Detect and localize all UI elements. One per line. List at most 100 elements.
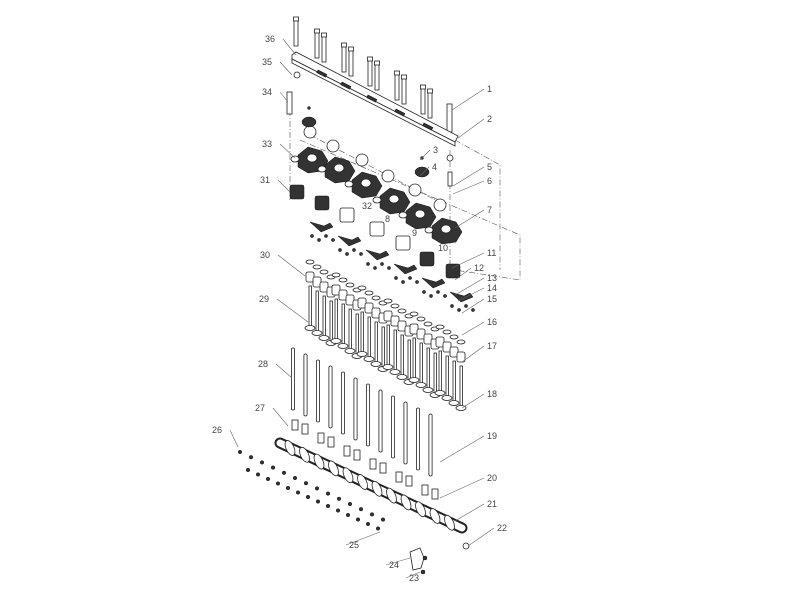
plug (462, 542, 470, 550)
leader-line (457, 287, 485, 302)
valve-key (345, 252, 349, 256)
shaft-marking (340, 81, 352, 90)
valve-key (387, 266, 391, 270)
pushrod (378, 389, 383, 453)
shaft-marking (422, 122, 434, 131)
bolt (347, 501, 353, 507)
leader-line (457, 118, 485, 139)
valve-stem (412, 337, 416, 379)
bolt (420, 87, 426, 115)
callout-3: 3 (433, 145, 438, 155)
callout-7: 7 (487, 205, 492, 215)
valve-stem (315, 290, 319, 332)
valve-stem (341, 303, 345, 345)
bolt (365, 521, 371, 527)
valve-key (471, 308, 475, 312)
callout-29: 29 (259, 294, 269, 304)
leader-line (454, 209, 485, 229)
block (339, 207, 355, 223)
adjuster (414, 166, 430, 178)
bolt (292, 475, 298, 481)
bolt-head (348, 46, 354, 52)
valve-stem (329, 300, 333, 342)
rocker-bore (333, 163, 345, 173)
bolt (335, 508, 341, 513)
valve-head (422, 387, 434, 393)
leader-line (451, 88, 485, 111)
bolt (295, 490, 301, 495)
pushrod (403, 401, 408, 465)
bolt (341, 45, 347, 73)
bolt (427, 91, 433, 119)
bolt (358, 507, 364, 512)
cam-lobe (400, 494, 412, 511)
leader-line (439, 435, 485, 463)
cam-lobe (328, 460, 339, 477)
cam-lobe (386, 487, 397, 504)
callout-15: 15 (487, 294, 497, 304)
leader-line (467, 527, 495, 547)
valve-stem (381, 326, 385, 368)
rocker-bore (306, 153, 318, 163)
bolt-head (394, 70, 400, 76)
valve-head (415, 382, 427, 388)
spring-retainer (364, 290, 374, 296)
bolt (336, 496, 342, 501)
parts-drawing (237, 16, 521, 575)
spring-retainer (312, 264, 322, 270)
valve-key (464, 304, 468, 308)
bolt (369, 512, 375, 517)
leader-line (461, 321, 485, 336)
valve-key (331, 238, 335, 242)
valve-stem (334, 298, 338, 340)
bushing (303, 125, 317, 139)
cam-lobe (342, 467, 354, 484)
valve-head (356, 351, 368, 357)
bolt-head (293, 16, 299, 22)
valve-head (434, 390, 446, 396)
valve-key (352, 248, 356, 252)
spring-retainer (435, 324, 445, 330)
block (395, 235, 411, 251)
bolt-head (341, 42, 347, 48)
cam-lobe (415, 501, 426, 518)
leader-line (229, 429, 239, 448)
pushrod (365, 383, 370, 447)
leader-line (345, 531, 381, 546)
bolt (446, 103, 453, 133)
bolt (237, 449, 243, 455)
rocker-bore (440, 224, 452, 234)
bolt (314, 486, 320, 491)
callout-9: 9 (412, 228, 417, 238)
spring-retainer (371, 295, 381, 301)
valve-key (450, 304, 454, 308)
pushrod (328, 365, 333, 429)
rocker-tip (344, 180, 354, 188)
cam-lobe (371, 480, 383, 497)
callout-24: 24 (389, 560, 399, 570)
leader-line (461, 298, 485, 314)
tappet (291, 419, 299, 431)
valve-head (311, 330, 323, 336)
bolt (293, 19, 299, 47)
bolt (248, 455, 254, 460)
bolt-head (367, 56, 373, 62)
callout-19: 19 (487, 431, 497, 441)
bolt-head (321, 32, 327, 38)
bolt-head (401, 74, 407, 80)
callout-14: 14 (487, 283, 497, 293)
valve-key (317, 238, 321, 242)
callout-31: 31 (260, 175, 270, 185)
valve-stem (419, 342, 423, 384)
tappet (301, 423, 309, 435)
pushrod (390, 395, 395, 459)
leader-line (461, 393, 485, 409)
spring-retainer (416, 316, 426, 322)
callout-4: 4 (432, 162, 437, 172)
callout-32: 32 (362, 201, 372, 211)
valve-head (408, 377, 420, 383)
bushing (326, 139, 340, 153)
cam-lobe (444, 514, 455, 531)
leader-line (452, 166, 485, 187)
